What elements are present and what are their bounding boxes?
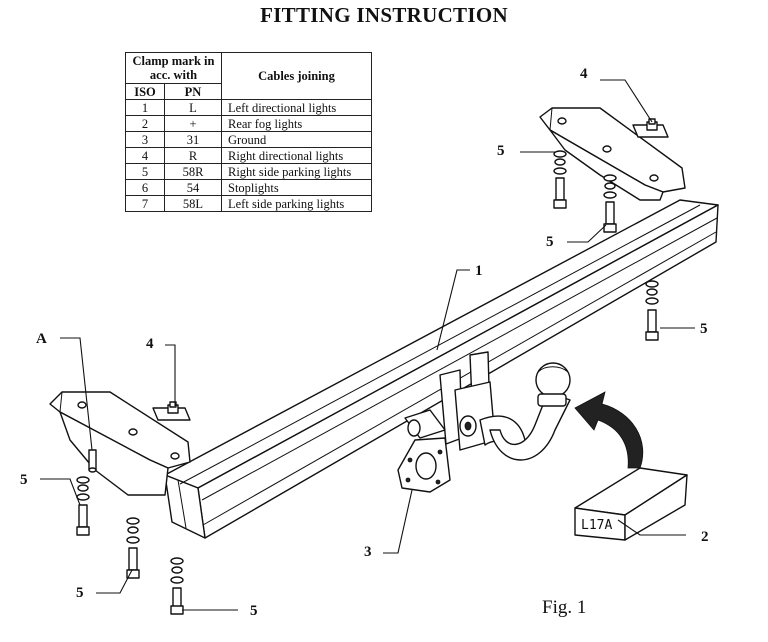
description-cell: Left side parking lights xyxy=(221,195,372,212)
nut-plate-left xyxy=(152,401,191,421)
description-cell: Stoplights xyxy=(221,179,372,196)
bolt-set-right-middle xyxy=(603,174,617,233)
pn-cell: 54 xyxy=(164,179,222,196)
bolt-set-right-outer xyxy=(553,150,567,209)
label-part-3: 3 xyxy=(364,544,372,560)
description-cell: Ground xyxy=(221,131,372,148)
label-part-4-left: 4 xyxy=(146,336,154,352)
plate-label-text: L17A xyxy=(581,518,612,533)
label-part-1: 1 xyxy=(475,263,483,279)
iso-cell: 7 xyxy=(125,195,165,212)
pn-cell: 31 xyxy=(164,131,222,148)
figure-caption: Fig. 1 xyxy=(542,597,586,618)
tow-ball-mount xyxy=(439,351,571,461)
table-row: 4 R Right directional lights xyxy=(125,147,372,164)
bolt-set-left-inner xyxy=(170,557,184,615)
table-row: 3 31 Ground xyxy=(125,131,372,148)
pn-cell: 58L xyxy=(164,195,222,212)
clamp-mark-header: Clamp mark in acc. with xyxy=(125,52,222,84)
label-part-5: 5 xyxy=(20,472,28,488)
page-title: FITTING INSTRUCTION xyxy=(260,3,508,27)
socket-plate xyxy=(397,409,451,493)
label-plate: L17A xyxy=(574,467,688,541)
leader-lines xyxy=(40,79,695,611)
label-part-5: 5 xyxy=(700,321,708,337)
bolt-set-left-outer xyxy=(76,476,90,536)
table-row: 7 58L Left side parking lights xyxy=(125,195,372,212)
table-row: 6 54 Stoplights xyxy=(125,179,372,196)
label-part-5: 5 xyxy=(76,585,84,601)
right-mounting-bracket xyxy=(539,107,686,201)
label-part-2: 2 xyxy=(701,529,709,545)
label-part-4-right: 4 xyxy=(580,66,588,82)
cable-joining-table: Clamp mark in acc. with Cables joining I… xyxy=(125,52,372,212)
description-cell: Right side parking lights xyxy=(221,163,372,180)
description-cell: Right directional lights xyxy=(221,147,372,164)
curved-arrow xyxy=(574,391,644,469)
label-part-a: A xyxy=(36,331,47,347)
label-part-5: 5 xyxy=(250,603,258,619)
bolt-set-right-inner xyxy=(645,280,659,341)
label-part-5: 5 xyxy=(497,143,505,159)
label-part-5: 5 xyxy=(546,234,554,250)
table-header-row: Clamp mark in acc. with Cables joining xyxy=(125,52,372,100)
pn-header: PN xyxy=(164,83,222,100)
bolt-set-left-middle xyxy=(126,517,140,579)
cables-joining-header: Cables joining xyxy=(221,52,372,100)
nut-plate-right xyxy=(632,118,669,138)
